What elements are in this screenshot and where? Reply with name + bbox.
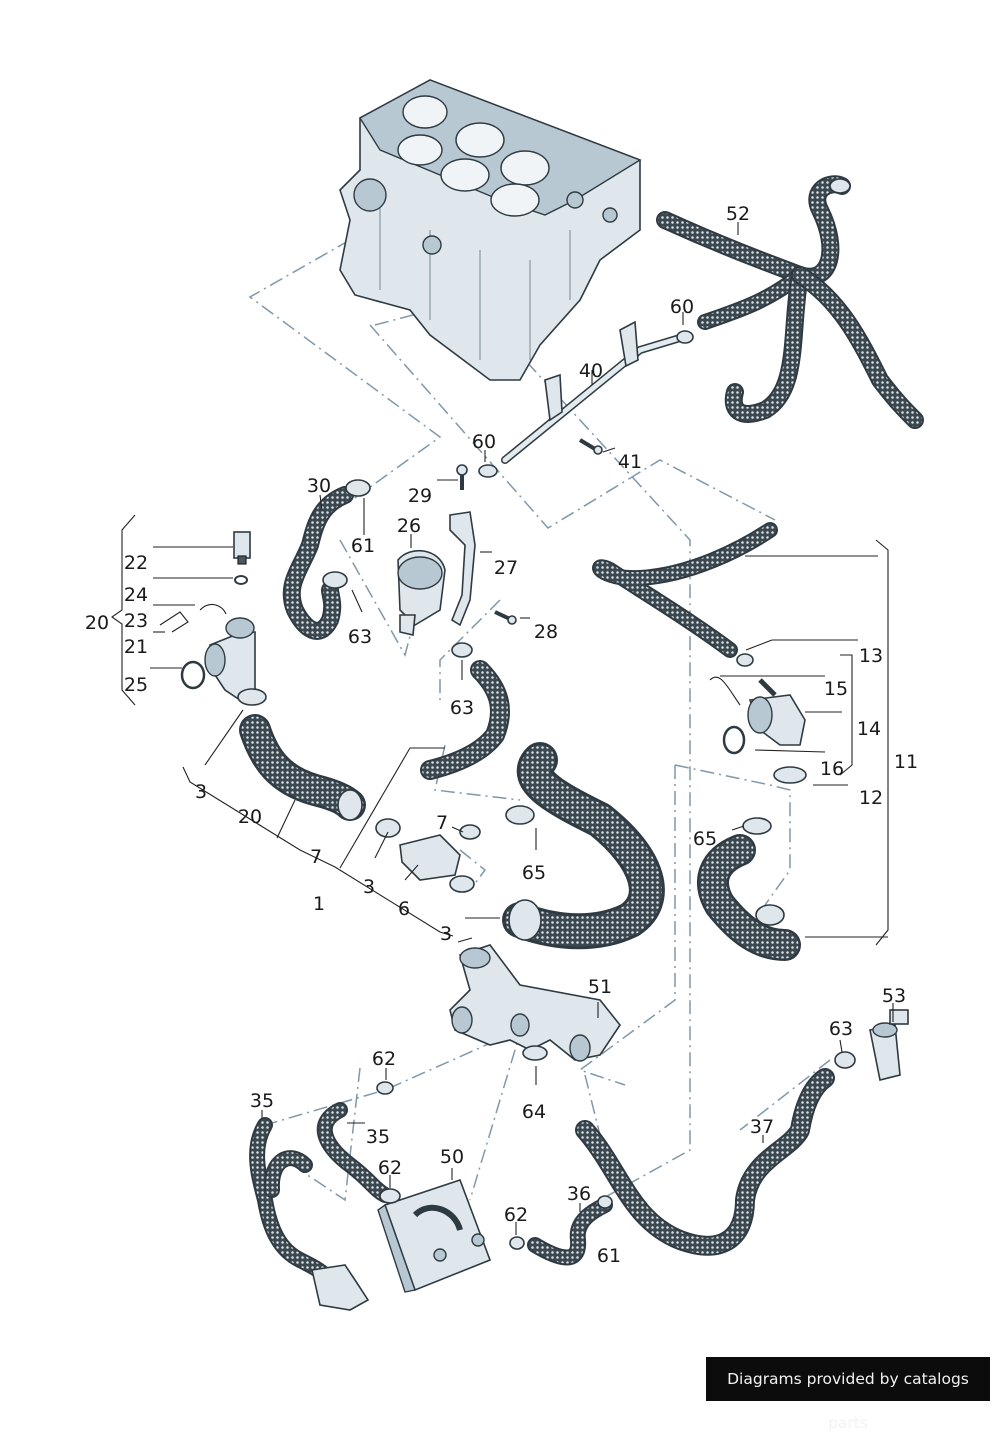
callout-40: 40 [579,360,603,382]
component-21 [204,617,256,701]
parts-diagram: 52 60 40 41 60 29 30 61 26 27 28 22 24 2… [85,79,924,1311]
bracket-27 [449,511,476,627]
hose-37 [575,1068,835,1256]
callout-62: 62 [378,1157,402,1179]
callout-63: 63 [450,697,474,719]
callout-36: 36 [567,1183,591,1205]
callout-21: 21 [124,636,148,658]
callout-63: 63 [348,626,372,648]
callout-35: 35 [366,1126,390,1148]
hose-clamps [237,330,856,1250]
callout-23: 23 [124,610,148,632]
callout-64: 64 [522,1101,546,1123]
callout-35: 35 [250,1090,274,1112]
hose-11-upper [592,522,778,658]
callout-63: 63 [829,1018,853,1040]
callout-62: 62 [504,1204,528,1226]
callout-20: 20 [238,806,262,828]
callout-16: 16 [820,758,844,780]
callout-labels: 52 60 40 41 60 29 30 61 26 27 28 22 24 2… [85,203,918,1267]
callout-12: 12 [859,787,883,809]
hoses [239,175,924,1311]
callout-60: 60 [670,296,694,318]
callout-6: 6 [398,898,410,920]
callout-7: 7 [436,812,448,834]
hose-63-mid [420,660,510,780]
callout-27: 27 [494,557,518,579]
component-6 [399,834,461,881]
hose-20 [239,714,366,821]
callout-51: 51 [588,976,612,998]
callout-20: 20 [85,612,109,634]
callout-11: 11 [894,751,918,773]
bolts [456,438,603,625]
component-22 [233,531,251,565]
callout-26: 26 [397,515,421,537]
hose-52 [656,175,924,429]
component-15 [747,694,806,746]
callout-28: 28 [534,621,558,643]
callout-22: 22 [124,552,148,574]
callout-50: 50 [440,1146,464,1168]
pipe-40 [501,320,684,464]
component-50 [377,1178,492,1293]
watermark-banner: Diagrams provided by catalogs parts [706,1357,990,1432]
callout-53: 53 [882,985,906,1007]
engine-block [339,79,642,381]
hose-large [502,742,665,950]
hose-35 [249,1102,393,1311]
hose-36 [527,1197,613,1266]
callout-3: 3 [440,923,452,945]
callout-65: 65 [693,828,717,850]
callout-14: 14 [857,718,881,740]
leader-lines [111,222,894,1235]
component-51 [449,944,621,1062]
callout-25: 25 [124,674,148,696]
clips-and-seals [159,575,777,755]
callout-13: 13 [859,645,883,667]
callout-60: 60 [472,431,496,453]
callout-29: 29 [408,485,432,507]
callout-1: 1 [313,893,325,915]
callout-41: 41 [618,451,642,473]
hose-30 [282,486,354,640]
callout-62: 62 [372,1048,396,1070]
callout-15: 15 [824,678,848,700]
component-53 [869,1009,909,1081]
callout-7: 7 [310,846,322,868]
callout-65: 65 [522,862,546,884]
callout-61: 61 [597,1245,621,1267]
component-26 [397,549,446,636]
callout-24: 24 [124,584,148,606]
callout-30: 30 [307,475,331,497]
callout-52: 52 [726,203,750,225]
callout-37: 37 [750,1116,774,1138]
callout-3: 3 [195,781,207,803]
callout-3: 3 [363,876,375,898]
callout-61: 61 [351,535,375,557]
components [159,330,909,1293]
hose-65 [697,834,801,961]
